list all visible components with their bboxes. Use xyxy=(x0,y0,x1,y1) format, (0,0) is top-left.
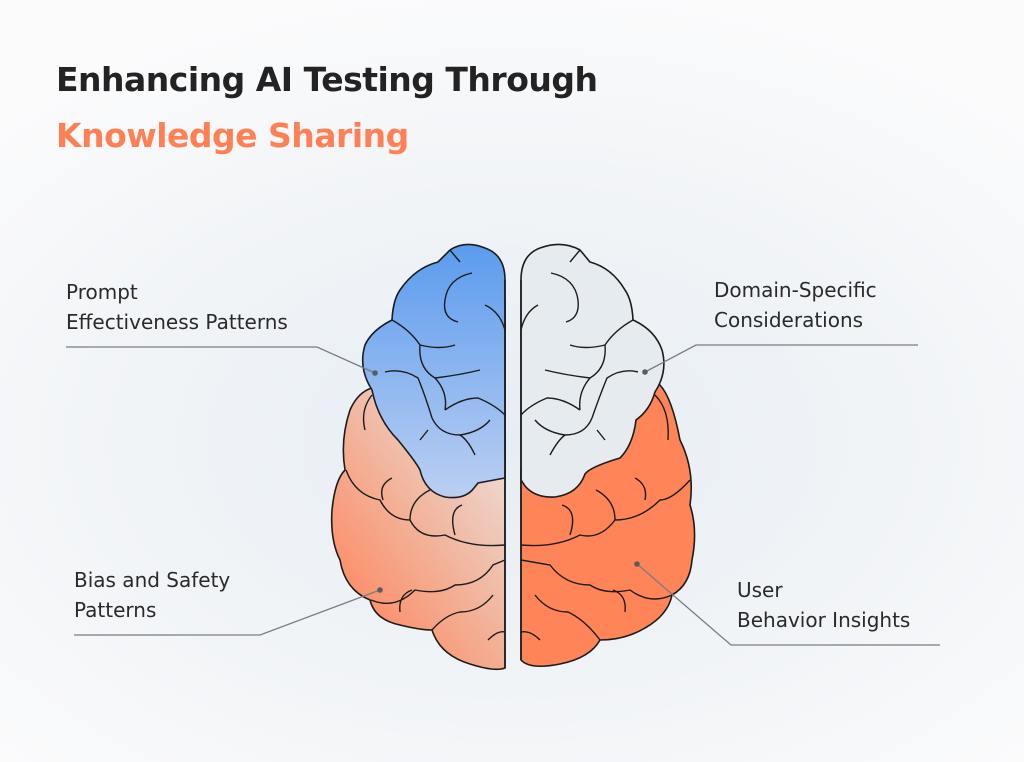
label-domain-specific-considerations: Domain-Specific Considerations xyxy=(714,275,877,335)
label-user-behavior-insights: User Behavior Insights xyxy=(737,575,910,635)
leader-lines xyxy=(66,344,940,646)
title-line-2-accent: Knowledge Sharing xyxy=(56,116,409,155)
label-line-2: Effectiveness Patterns xyxy=(66,310,288,334)
leader-dots xyxy=(372,369,648,593)
page-title: Enhancing AI Testing Through Knowledge S… xyxy=(56,52,598,164)
label-line-1: Domain-Specific xyxy=(714,278,877,302)
leader-dot-bottom-left xyxy=(377,587,383,593)
label-line-1: Bias and Safety xyxy=(74,568,231,592)
leader-line-top-right xyxy=(644,344,918,373)
left-sulci xyxy=(345,249,506,641)
label-line-2: Patterns xyxy=(74,598,157,622)
leader-line-top-left xyxy=(66,346,376,374)
label-line-2: Considerations xyxy=(714,308,864,332)
label-line-1: Prompt xyxy=(66,280,138,304)
leader-line-bottom-left xyxy=(74,589,381,636)
title-line-1: Enhancing AI Testing Through xyxy=(56,60,598,99)
label-line-2: Behavior Insights xyxy=(737,608,911,632)
right-sulci xyxy=(520,249,691,641)
label-line-1: User xyxy=(737,578,783,602)
label-prompt-effectiveness-patterns: Prompt Effectiveness Patterns xyxy=(66,277,288,337)
leader-line-bottom-right xyxy=(636,563,940,646)
left-hemisphere-upper xyxy=(361,243,506,499)
label-bias-and-safety-patterns: Bias and Safety Patterns xyxy=(74,565,230,625)
leader-dot-top-right xyxy=(642,369,648,375)
leader-dot-bottom-right xyxy=(634,561,640,567)
leader-dot-top-left xyxy=(372,370,378,376)
